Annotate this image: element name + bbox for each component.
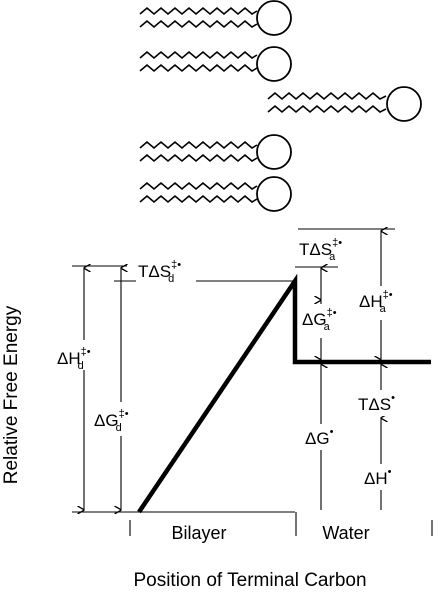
label-sup: • bbox=[391, 392, 395, 404]
label-sup: ‡• bbox=[332, 237, 342, 249]
lipid-head bbox=[256, 0, 292, 36]
label-main: ΔG bbox=[302, 310, 327, 329]
label-main: ΔG bbox=[305, 429, 330, 448]
region-label-water: Water bbox=[322, 523, 369, 543]
label-sub: a bbox=[329, 251, 336, 263]
lipid-molecule bbox=[139, 176, 292, 212]
svg-text:TΔS•: TΔS• bbox=[358, 392, 395, 414]
label-TdS0: TΔS• bbox=[356, 390, 410, 416]
label-sup: ‡• bbox=[383, 289, 393, 301]
label-sub: d bbox=[78, 360, 84, 372]
label-main: TΔS bbox=[138, 262, 171, 281]
label-sup: • bbox=[388, 466, 392, 478]
lipid-head bbox=[256, 46, 292, 82]
label-main: ΔG bbox=[94, 411, 119, 430]
label-main: ΔH bbox=[359, 292, 383, 311]
lipid-molecules bbox=[139, 0, 422, 212]
label-TdS-d: TΔS‡• d bbox=[136, 256, 196, 286]
label-sup: • bbox=[330, 426, 334, 438]
label-dG-a: ΔG‡• a bbox=[300, 304, 348, 338]
svg-text:TΔS‡•a: TΔS‡• a bbox=[299, 237, 342, 263]
svg-text:ΔH•: ΔH• bbox=[364, 466, 392, 488]
label-main: ΔH bbox=[364, 469, 388, 488]
svg-text:ΔG•: ΔG• bbox=[305, 426, 334, 448]
label-main: ΔH bbox=[57, 349, 81, 368]
region-label-bilayer: Bilayer bbox=[171, 523, 226, 543]
label-dH0: ΔH• bbox=[362, 464, 404, 490]
label-sup: ‡• bbox=[171, 259, 181, 271]
svg-text:ΔH‡•d: ΔH‡• d bbox=[57, 346, 91, 372]
svg-text:ΔG‡•d: ΔG‡• d bbox=[94, 408, 129, 434]
label-sup: ‡• bbox=[119, 408, 129, 420]
lipid-molecule bbox=[139, 0, 292, 36]
lipid-molecule bbox=[139, 134, 292, 170]
label-sub: d bbox=[168, 273, 174, 285]
lipid-head bbox=[386, 86, 422, 122]
label-dH-a: ΔH‡• a bbox=[357, 286, 407, 320]
label-sup: ‡• bbox=[327, 307, 337, 319]
energy-labels: ΔH‡•d ΔG‡•d TΔS‡•d TΔS‡•a ΔG‡•a ΔH‡•a ΔG… bbox=[54, 237, 410, 490]
lipid-head bbox=[256, 134, 292, 170]
label-dH-d: ΔH‡• d bbox=[54, 340, 102, 372]
svg-text:TΔS‡•d: TΔS‡• d bbox=[138, 259, 181, 285]
label-sub: d bbox=[116, 422, 122, 434]
label-sup: ‡• bbox=[81, 346, 91, 358]
label-sub: a bbox=[324, 321, 331, 333]
label-dG-d: ΔG‡• d bbox=[92, 402, 142, 436]
x-axis-label: Position of Terminal Carbon bbox=[133, 570, 366, 591]
label-TdS-a: TΔS‡• a bbox=[299, 237, 342, 263]
lipid-head bbox=[256, 176, 292, 212]
label-dG0: ΔG• bbox=[302, 424, 340, 450]
label-main: TΔS bbox=[299, 240, 332, 259]
label-main: TΔS bbox=[358, 395, 391, 414]
energy-profile bbox=[137, 273, 431, 514]
lipid-molecule bbox=[139, 46, 292, 82]
svg-text:ΔG‡•a: ΔG‡• a bbox=[302, 307, 337, 333]
label-sub: a bbox=[380, 303, 387, 315]
lipid-molecule-in-water bbox=[267, 86, 422, 122]
y-axis-label: Relative Free Energy bbox=[1, 305, 22, 484]
svg-text:ΔH‡•a: ΔH‡• a bbox=[359, 289, 393, 315]
